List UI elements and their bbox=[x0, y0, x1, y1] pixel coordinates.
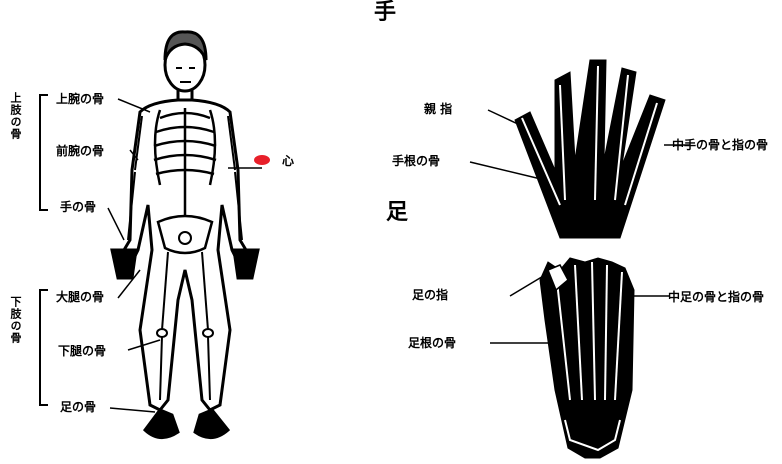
label-thumb: 親 指 bbox=[424, 102, 452, 116]
human-figure bbox=[112, 32, 258, 438]
heart-marker bbox=[254, 155, 270, 165]
foot-title: 足 bbox=[386, 206, 408, 220]
label-heart: 心 bbox=[282, 154, 294, 168]
label-tarsal: 足根の骨 bbox=[408, 336, 456, 350]
label-forearm: 前腕の骨 bbox=[56, 144, 104, 158]
lower-limb-group-label: 下肢の骨 bbox=[8, 296, 22, 344]
label-foot-bones: 足の骨 bbox=[60, 400, 96, 414]
label-toe: 足の指 bbox=[412, 288, 448, 302]
label-metacarpal-phalanges: 中手の骨と指の骨 bbox=[672, 138, 768, 152]
label-metatarsal-phalanges: 中足の骨と指の骨 bbox=[668, 290, 764, 304]
hand-title: 手 bbox=[374, 6, 396, 20]
label-hand-bones: 手の骨 bbox=[60, 200, 96, 214]
label-upper-arm: 上腕の骨 bbox=[56, 92, 104, 106]
upper-limb-group-label: 上肢の骨 bbox=[8, 92, 22, 140]
foot-skeleton bbox=[540, 258, 634, 458]
label-lower-leg: 下腿の骨 bbox=[58, 344, 106, 358]
label-thigh: 大腿の骨 bbox=[56, 290, 104, 304]
hand-skeleton bbox=[515, 60, 665, 238]
label-carpal: 手根の骨 bbox=[392, 154, 440, 168]
